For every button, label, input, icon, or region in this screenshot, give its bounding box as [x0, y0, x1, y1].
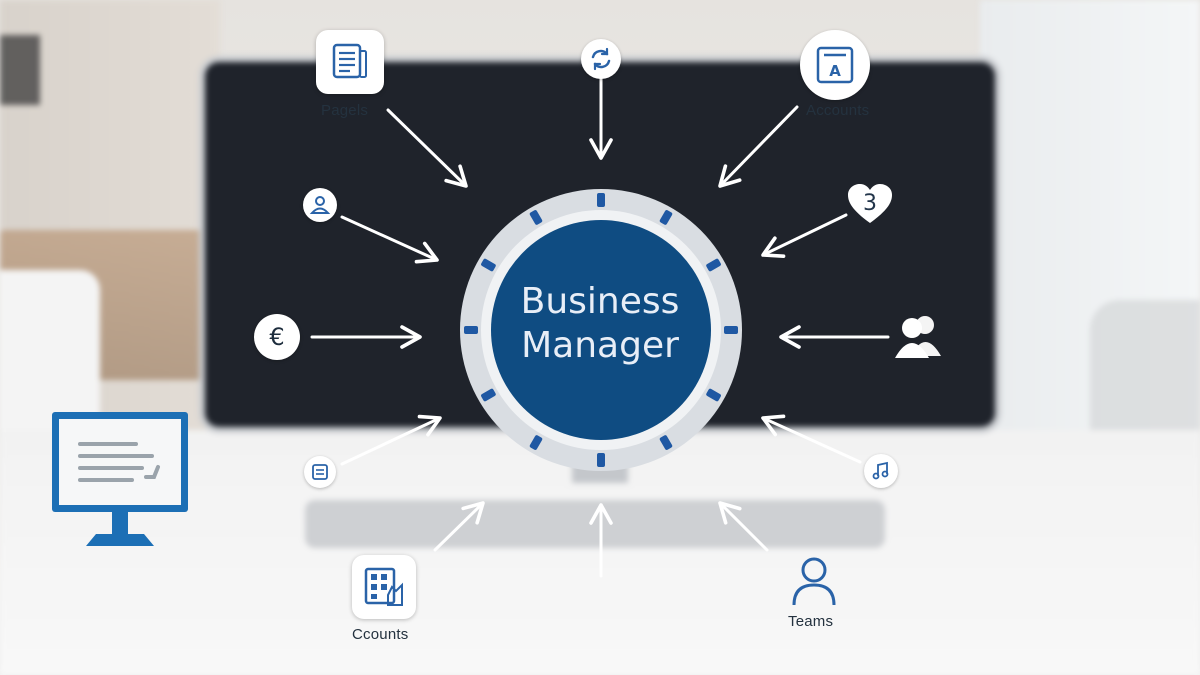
connector-arrows	[310, 76, 890, 578]
hub-ring-tick	[529, 210, 543, 225]
hub-ring-tick	[529, 435, 543, 450]
small-document-icon	[312, 464, 328, 480]
pages-node[interactable]	[316, 30, 384, 94]
font-card-icon: A	[816, 46, 854, 84]
hub-ring-tick	[464, 326, 478, 334]
hub-ring-tick	[706, 388, 721, 402]
accounts-label: Accounts	[806, 102, 870, 119]
hub-title-line2: Manager	[521, 325, 679, 366]
arrow-accounts	[718, 105, 799, 188]
music-node[interactable]	[864, 454, 898, 488]
background-picture-frame	[0, 35, 40, 105]
hub-ring-tick	[597, 193, 605, 207]
person-left-node[interactable]	[303, 188, 337, 222]
background-sofa	[0, 270, 100, 430]
user-outline-icon	[792, 557, 836, 606]
pages-label: Pagels	[321, 102, 369, 119]
heart-badge-icon	[848, 184, 892, 223]
heart-node[interactable]: 3	[846, 182, 894, 226]
heart-number: 3	[863, 190, 877, 216]
chart-grid-icon	[364, 567, 403, 606]
arrow-teams	[718, 501, 769, 552]
monitor-icon	[52, 412, 188, 546]
euro-icon: €	[269, 323, 285, 351]
hub-title-line1: Business	[520, 281, 680, 322]
svg-text:A: A	[829, 62, 841, 80]
ccounts-label: Ccounts	[352, 626, 409, 643]
document-icon	[332, 43, 367, 79]
hub-ring-tick	[724, 326, 738, 334]
hub-ring-ticks	[464, 193, 738, 467]
refresh-icon	[591, 47, 611, 71]
hub-ring-tick	[481, 258, 496, 272]
arrow-heart	[761, 213, 848, 258]
arrow-doc-small	[340, 414, 442, 466]
music-note-icon	[872, 461, 889, 480]
hub-title: Business Manager	[500, 280, 700, 368]
ccounts-node[interactable]	[352, 555, 416, 619]
monitor-illustration	[50, 410, 190, 550]
arrow-pages	[386, 108, 468, 188]
hub-ring-tick	[597, 453, 605, 467]
hub-ring-tick	[706, 258, 721, 272]
person-icon	[309, 196, 331, 214]
euro-node[interactable]: €	[254, 314, 300, 360]
hub-ring-tick	[659, 435, 673, 450]
people-icon	[895, 316, 941, 358]
people-right-node[interactable]	[893, 310, 945, 360]
arrow-person-left	[340, 215, 439, 264]
hub-center-disc	[491, 220, 711, 440]
arrow-ccounts	[433, 501, 485, 552]
accounts-node[interactable]: A	[800, 30, 870, 100]
teams-node[interactable]	[789, 555, 839, 607]
hub-ring-tick	[659, 210, 673, 225]
top-center-node[interactable]	[581, 39, 621, 79]
arrow-music	[761, 414, 862, 464]
teams-label: Teams	[788, 613, 834, 630]
doc-small-node[interactable]	[304, 456, 336, 488]
hub-ring-tick	[481, 388, 496, 402]
